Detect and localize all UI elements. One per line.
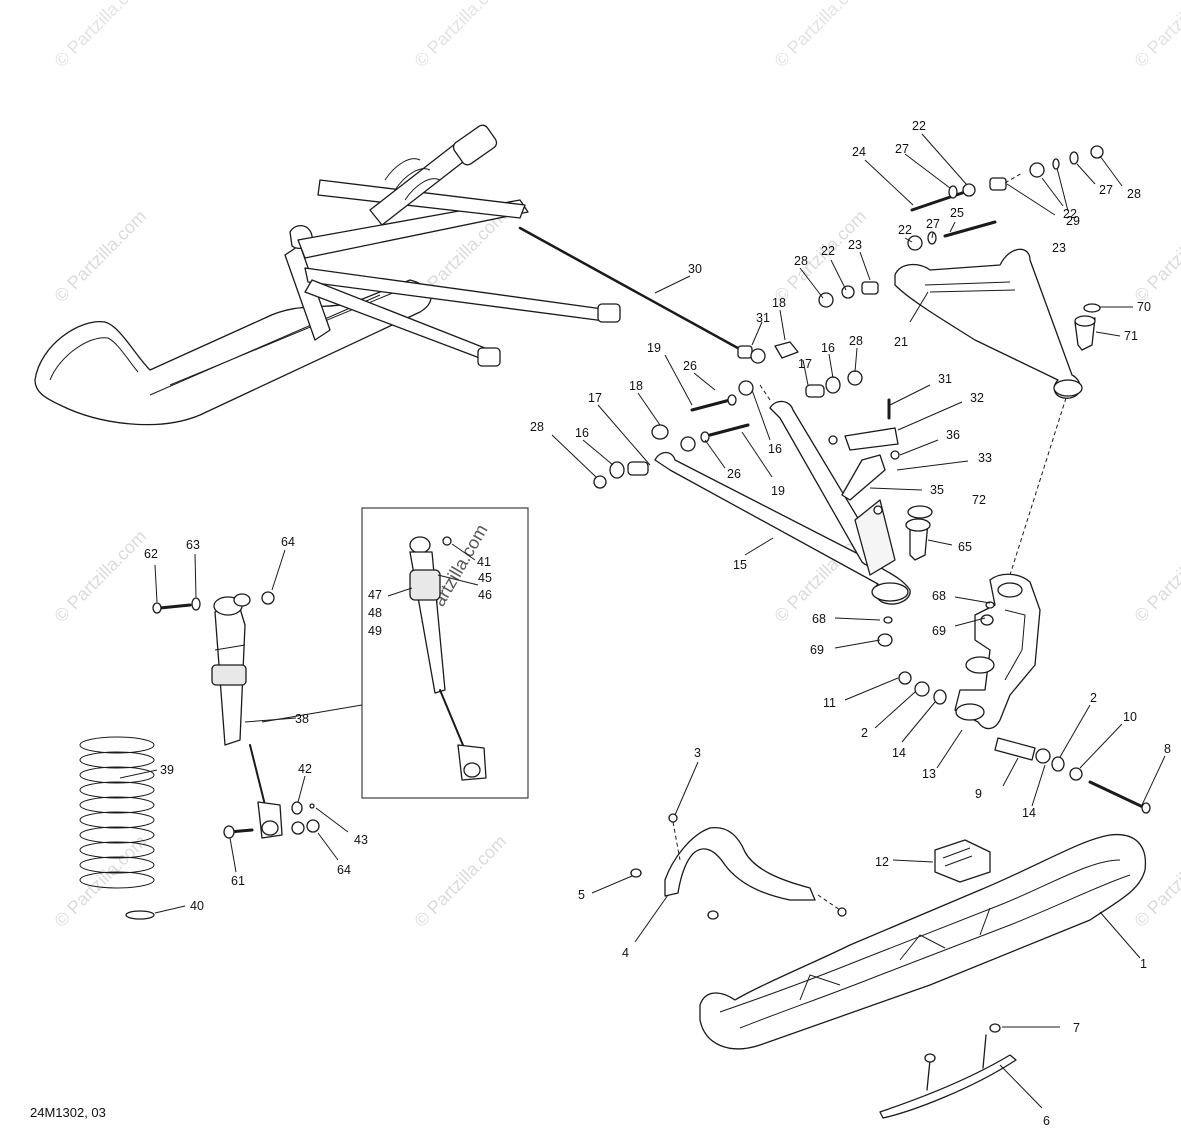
callout-42: 42 bbox=[298, 762, 312, 776]
callout-68: 68 bbox=[932, 589, 946, 603]
callout-31: 31 bbox=[938, 372, 952, 386]
callout-26: 26 bbox=[683, 359, 697, 373]
callout-8: 8 bbox=[1164, 742, 1171, 756]
callout-69: 69 bbox=[932, 624, 946, 638]
callout-64: 64 bbox=[281, 535, 295, 549]
callout-47: 47 bbox=[368, 588, 382, 602]
callout-39: 39 bbox=[160, 763, 174, 777]
callout-45: 45 bbox=[478, 571, 492, 585]
callout-29: 29 bbox=[1066, 214, 1080, 228]
callout-9: 9 bbox=[975, 787, 982, 801]
callout-36: 36 bbox=[946, 428, 960, 442]
upper-a-arm-drawing bbox=[818, 145, 1104, 576]
callout-16: 16 bbox=[575, 426, 589, 440]
callout-62: 62 bbox=[144, 547, 158, 561]
callout-2: 2 bbox=[1090, 691, 1097, 705]
callout-65: 65 bbox=[958, 540, 972, 554]
callout-48: 48 bbox=[368, 606, 382, 620]
callout-10: 10 bbox=[1123, 710, 1137, 724]
callout-35: 35 bbox=[930, 483, 944, 497]
callout-21: 21 bbox=[894, 335, 908, 349]
callout-27: 27 bbox=[1099, 183, 1113, 197]
callout-3: 3 bbox=[694, 746, 701, 760]
callout-5: 5 bbox=[578, 888, 585, 902]
callout-7: 7 bbox=[1073, 1021, 1080, 1035]
callout-27: 27 bbox=[926, 217, 940, 231]
callout-14: 14 bbox=[892, 746, 906, 760]
callout-17: 17 bbox=[798, 357, 812, 371]
callout-23: 23 bbox=[848, 238, 862, 252]
callout-11: 11 bbox=[823, 696, 836, 710]
watermark-text: © Partzilla.com bbox=[1130, 206, 1181, 306]
callout-64: 64 bbox=[337, 863, 351, 877]
callout-28: 28 bbox=[530, 420, 544, 434]
callout-28: 28 bbox=[794, 254, 808, 268]
callout-4: 4 bbox=[622, 946, 629, 960]
callout-49: 49 bbox=[368, 624, 382, 638]
callout-6: 6 bbox=[1043, 1114, 1050, 1128]
spindle-drawing bbox=[898, 573, 1151, 814]
watermark-text: © Partzilla.com bbox=[1130, 0, 1181, 71]
callout-33: 33 bbox=[978, 451, 992, 465]
callout-25: 25 bbox=[950, 206, 964, 220]
callout-22: 22 bbox=[821, 244, 835, 258]
callout-2: 2 bbox=[861, 726, 868, 740]
callout-40: 40 bbox=[190, 899, 204, 913]
callout-12: 12 bbox=[875, 855, 889, 869]
callout-23: 23 bbox=[1052, 241, 1066, 255]
callout-63: 63 bbox=[186, 538, 200, 552]
callout-19: 19 bbox=[771, 484, 785, 498]
callout-41: 41 bbox=[477, 555, 491, 569]
leader-lines bbox=[119, 133, 1166, 1109]
callout-22: 22 bbox=[912, 119, 926, 133]
callout-69: 69 bbox=[810, 643, 824, 657]
assembled-suspension-drawing bbox=[34, 124, 753, 426]
callout-16: 16 bbox=[768, 442, 782, 456]
callout-15: 15 bbox=[733, 558, 747, 572]
callout-18: 18 bbox=[772, 296, 786, 310]
inset-box bbox=[261, 507, 529, 799]
shock-absorber-drawing bbox=[79, 591, 320, 920]
callout-71: 71 bbox=[1124, 329, 1138, 343]
watermark-text: © Partzilla.com bbox=[770, 0, 870, 71]
callout-16: 16 bbox=[821, 341, 835, 355]
callout-38: 38 bbox=[295, 712, 309, 726]
callout-28: 28 bbox=[849, 334, 863, 348]
callout-46: 46 bbox=[478, 588, 492, 602]
callout-1: 1 bbox=[1140, 957, 1147, 971]
diagram-reference-code: 24M1302, 03 bbox=[30, 1105, 106, 1120]
callout-13: 13 bbox=[922, 767, 936, 781]
ski-drawing bbox=[630, 813, 1147, 1119]
callout-43: 43 bbox=[354, 833, 368, 847]
callout-17: 17 bbox=[588, 391, 602, 405]
callout-26: 26 bbox=[727, 467, 741, 481]
callout-28: 28 bbox=[1127, 187, 1141, 201]
callout-22: 22 bbox=[1063, 207, 1077, 221]
callout-14: 14 bbox=[1022, 806, 1036, 820]
watermark-text: © Partzilla.com bbox=[1130, 526, 1181, 626]
callout-19: 19 bbox=[647, 341, 661, 355]
callouts: 1 2 2 3 4 5 6 7 8 9 10 11 12 13 14 14 15… bbox=[144, 119, 1171, 1128]
watermark-text: © Partzilla.com bbox=[410, 831, 510, 931]
callout-22: 22 bbox=[898, 223, 912, 237]
lower-a-arm-drawing bbox=[593, 341, 933, 647]
watermark-text: © Partzilla.com bbox=[410, 0, 510, 71]
watermark-text: © Partzilla.com bbox=[50, 0, 150, 71]
callout-70: 70 bbox=[1137, 300, 1151, 314]
callout-27: 27 bbox=[895, 142, 909, 156]
callout-31: 31 bbox=[756, 311, 770, 325]
callout-32: 32 bbox=[970, 391, 984, 405]
callout-61: 61 bbox=[231, 874, 245, 888]
callout-24: 24 bbox=[852, 145, 866, 159]
watermark-text: © Partzilla.com bbox=[50, 206, 150, 306]
watermark-text: © Partzilla.com bbox=[50, 526, 150, 626]
callout-30: 30 bbox=[688, 262, 702, 276]
callout-68: 68 bbox=[812, 612, 826, 626]
callout-18: 18 bbox=[629, 379, 643, 393]
callout-72: 72 bbox=[972, 493, 986, 507]
